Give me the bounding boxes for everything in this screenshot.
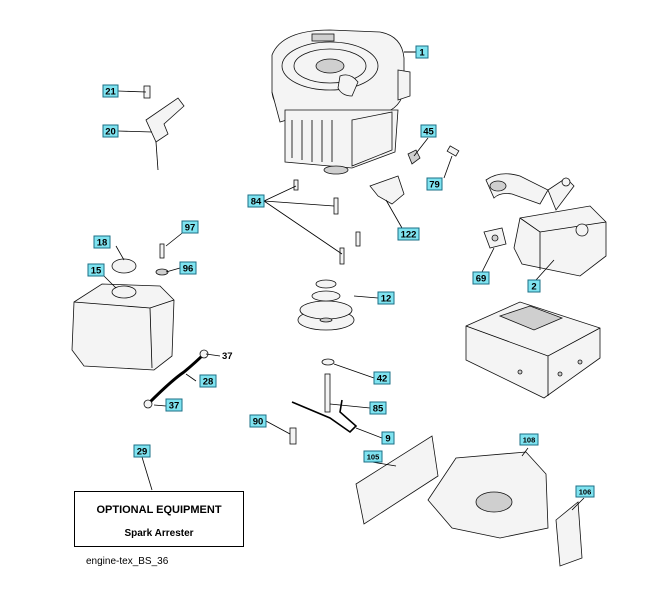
- callout-85: 85: [369, 401, 387, 415]
- callout-106: 106: [575, 485, 595, 498]
- callout-label: 106: [579, 488, 592, 497]
- throttle-control-illustration: [143, 85, 185, 171]
- nut-45: [407, 149, 421, 165]
- fuel-tank-illustration: [71, 243, 175, 371]
- callout-label: 18: [97, 238, 108, 249]
- bolt-90: [289, 427, 297, 445]
- callout-45: 45: [420, 124, 437, 138]
- callout-9: 9: [381, 431, 395, 445]
- leader-lines: [103, 51, 585, 511]
- callout-37-top: 37: [222, 351, 233, 362]
- callout-label: 15: [91, 266, 102, 277]
- optional-equipment-box: OPTIONAL EQUIPMENT Spark Arrester: [74, 491, 244, 547]
- callout-15: 15: [87, 263, 105, 277]
- callout-42: 42: [373, 371, 391, 385]
- fuel-line-illustration: [143, 349, 209, 409]
- callout-12: 12: [377, 291, 395, 305]
- callout-18: 18: [93, 235, 111, 249]
- callout-label: 20: [105, 127, 116, 138]
- callout-label: 108: [523, 436, 536, 445]
- callout-90: 90: [249, 414, 267, 428]
- callout-79: 79: [426, 177, 443, 191]
- callout-21: 21: [102, 84, 119, 98]
- callout-28: 28: [199, 374, 217, 388]
- mount-bracket-illustration: [465, 301, 601, 399]
- muffler-illustration: [485, 173, 607, 277]
- callout-label: 12: [381, 294, 392, 305]
- shield-106: [555, 501, 583, 567]
- washer-42: [321, 358, 335, 366]
- engine-illustration: [271, 29, 416, 175]
- callout-84: 84: [247, 194, 265, 208]
- callout-label: 29: [137, 447, 148, 458]
- callout-20: 20: [102, 124, 119, 138]
- stud-79: [446, 145, 460, 157]
- wire-9: [291, 399, 358, 434]
- callout-label: 69: [476, 274, 487, 285]
- shield-105: [355, 435, 439, 525]
- callout-96: 96: [179, 261, 197, 275]
- callout-97: 97: [181, 220, 199, 234]
- optional-equipment-title: OPTIONAL EQUIPMENT: [96, 504, 222, 516]
- callout-label: 2: [531, 282, 536, 293]
- callout-label: 37: [169, 401, 180, 412]
- shield-108: [427, 451, 549, 539]
- diagram-caption: engine-tex_BS_36: [86, 556, 169, 567]
- callout-label: 105: [367, 453, 380, 462]
- bracket-122: [369, 175, 405, 205]
- callout-label: 122: [401, 230, 417, 241]
- callout-label: 90: [253, 417, 264, 428]
- callout-105: 105: [363, 450, 383, 463]
- callout-label: 85: [373, 404, 384, 415]
- callout-label: 96: [183, 264, 194, 275]
- bolt-85: [324, 373, 331, 413]
- callout-37-bottom: 37: [165, 398, 183, 412]
- callout-29: 29: [133, 444, 151, 458]
- pulley-illustration: [297, 279, 355, 331]
- callout-label: 97: [185, 223, 196, 234]
- optional-equipment-item: Spark Arrester: [124, 528, 194, 539]
- callout-label: 28: [203, 377, 214, 388]
- callout-label: 42: [377, 374, 388, 385]
- callout-label: 9: [385, 434, 390, 445]
- callout-69: 69: [472, 271, 490, 285]
- callout-label: 45: [423, 127, 434, 138]
- callout-1: 1: [415, 45, 429, 59]
- callout-label: 84: [251, 197, 262, 208]
- bolts-84: [293, 179, 361, 265]
- callout-label: 1: [419, 48, 425, 59]
- callout-122: 122: [397, 227, 420, 241]
- callout-2: 2: [527, 279, 541, 293]
- callout-label: 79: [429, 180, 440, 191]
- callout-label: 21: [105, 87, 116, 98]
- callout-108: 108: [519, 433, 539, 446]
